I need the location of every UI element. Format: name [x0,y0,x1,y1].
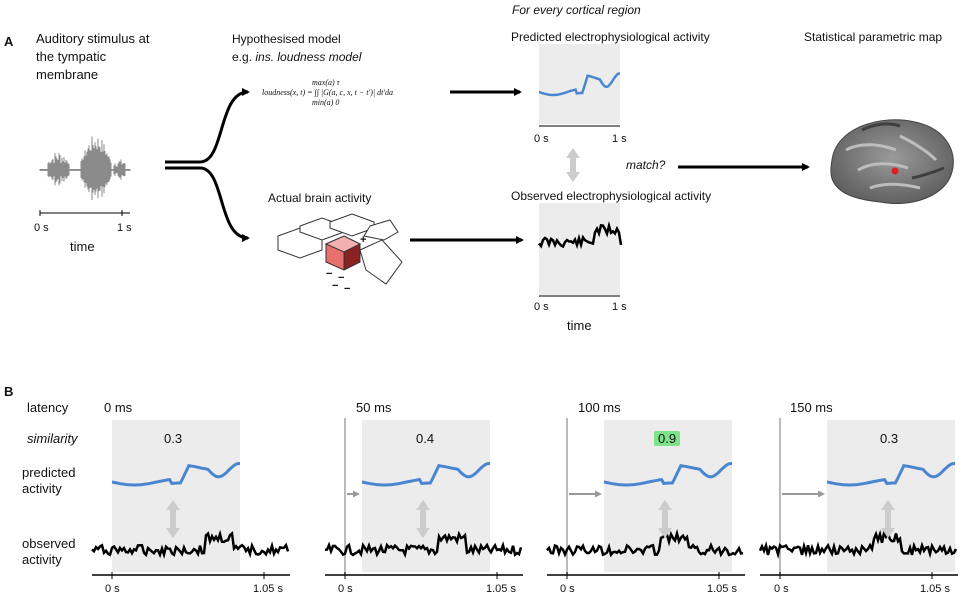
latency-value: 100 ms [578,400,621,415]
stimulus-title-line2: the tympatic [36,49,107,64]
row-label-observed-line1: observed [22,536,76,551]
predicted-trace [361,462,491,487]
axis-tick-start: 0 s [774,583,789,595]
model-title: Hypothesised model e.g. ins. loudness mo… [232,30,361,66]
observed-trace [758,529,958,560]
predicted-trace [111,462,241,487]
minus-sign: − [344,283,351,295]
observed-trace [546,528,744,558]
similarity-value: 0.3 [164,431,183,446]
every-region-caption: For every cortical region [512,3,641,17]
formula-upper-limits: max(a) τ [312,78,340,87]
obs-tick-0: 0 s [534,301,549,313]
plus-sign: + [360,234,367,246]
model-title-prefix: e.g. [232,50,256,64]
latency-value: 0 ms [104,400,133,415]
formula-lower-limits: min(a) 0 [312,98,340,107]
panel-a-label: A [4,34,14,49]
row-label-predicted: predicted activity [22,465,75,497]
analysis-window [362,420,490,572]
observed-window [539,203,620,295]
match-label: match? [626,158,666,172]
latency-panels [91,418,958,579]
observed-title: Observed electrophysiological activity [511,189,712,203]
axis-tick-end: 1.05 s [486,583,516,595]
row-label-similarity: similarity [27,431,78,446]
obs-time-label: time [567,318,592,333]
axis-tick-start: 0 s [105,583,120,595]
axis-tick-start: 0 s [560,583,575,595]
row-label-latency: latency [27,400,69,415]
model-title-line2: e.g. ins. loudness model [232,48,361,66]
branch-connector [165,88,250,242]
predicted-window [539,44,620,124]
observed-trace [91,529,290,559]
stimulus-title: Auditory stimulus at the tympatic membra… [36,30,149,84]
stimulus-title-line3: membrane [36,67,99,82]
minus-sign: − [326,268,333,280]
stim-tick-0: 0 s [34,222,49,234]
predicted-trace [538,72,621,97]
axis-tick-end: 1.05 s [253,583,283,595]
row-label-predicted-line1: predicted [22,465,76,480]
stimulus-title-line1: Auditory stimulus at [36,31,150,46]
comparison-arrow [658,500,672,538]
model-title-italic: ins. loudness model [255,50,362,64]
minus-sign: − [338,272,345,284]
axis-tick-start: 0 s [338,583,353,595]
pred-tick-0: 0 s [534,133,549,145]
stim-time-label: time [70,239,95,254]
observed-trace [538,220,623,250]
latency-value: 50 ms [356,400,392,415]
predicted-trace [603,462,733,487]
comparison-arrow [416,500,430,538]
model-title-line1: Hypothesised model [232,32,341,46]
axis-tick-end: 1.05 s [707,583,737,595]
comparison-arrow [881,500,895,538]
brain-activation-dot [891,167,899,175]
stim-tick-1: 1 s [117,222,132,234]
active-column [324,235,362,271]
latency-value: 150 ms [790,400,833,415]
row-label-observed-line2: activity [22,552,62,567]
brain-surface-map [830,119,954,204]
pred-tick-1: 1 s [612,133,627,145]
similarity-value-highlighted: 0.9 [654,431,681,446]
similarity-value: 0.3 [880,431,899,446]
actual-activity-title: Actual brain activity [268,191,372,205]
comparison-arrow [166,500,180,538]
row-label-observed: observed activity [22,536,75,568]
row-label-predicted-line2: activity [22,481,62,496]
obs-tick-1: 1 s [612,301,627,313]
axis-tick-end: 1.05 s [920,583,950,595]
predicted-title: Predicted electrophysiological activity [511,30,710,44]
observed-trace [324,530,523,559]
spm-title: Statistical parametric map [804,30,943,44]
double-arrow [566,148,580,182]
panel-b-label: B [4,384,14,399]
loudness-formula: loudness(x, t) = ∫∫ |G(a, c, x, t − t′)|… [262,88,394,97]
cortex-columns [277,213,403,285]
minus-sign: − [332,280,339,292]
similarity-highlight: 0.9 [654,431,681,446]
predicted-trace [826,462,956,487]
similarity-value: 0.4 [416,431,435,446]
stimulus-waveform [39,136,131,201]
